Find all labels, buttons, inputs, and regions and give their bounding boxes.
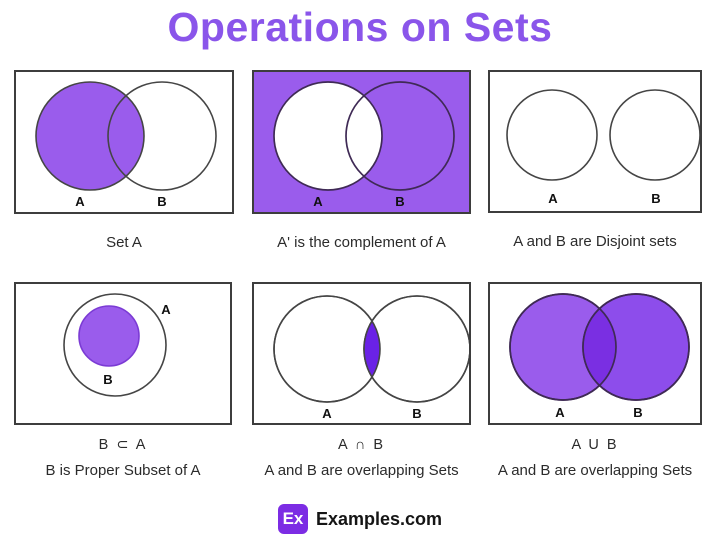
page-title: Operations on Sets <box>167 4 553 50</box>
circle-a-label: A <box>313 194 323 209</box>
venn-diagram-union: A B <box>509 293 690 420</box>
panel-formula: A U B <box>571 437 619 453</box>
panel-caption: A' is the complement of A <box>277 234 446 251</box>
panel-caption: A and B are overlapping Sets <box>497 462 693 479</box>
panel-subset: A B B ⊂ A B is Proper Subset of A <box>14 282 232 479</box>
examples-logo-icon: Ex <box>277 504 308 534</box>
venn-diagram-complement: A B <box>254 72 469 212</box>
venn-box: A B <box>488 70 702 213</box>
venn-box: A B <box>252 70 471 214</box>
circle-b-label: B <box>412 406 421 421</box>
circle-a-label: A <box>548 191 558 206</box>
circle-a-label: A <box>161 302 171 317</box>
panel-caption: B is Proper Subset of A <box>45 462 201 479</box>
circle-a-label: A <box>322 406 332 421</box>
panel-union: A B A U B A and B are overlapping Sets <box>488 282 702 479</box>
panel-set-a: A B Set A <box>14 70 234 251</box>
venn-box: A B <box>488 282 702 425</box>
circle-b-label: B <box>633 405 642 420</box>
panel-formula: A ∩ B <box>337 437 386 453</box>
panel-disjoint: A B A and B are Disjoint sets <box>488 70 702 250</box>
circle-a-label: A <box>75 194 85 209</box>
circle-b-label: B <box>157 194 166 209</box>
circle-b-label: B <box>651 191 660 206</box>
venn-diagram-intersection: A B <box>273 295 469 421</box>
venn-diagram-disjoint: A B <box>506 89 700 206</box>
panel-formula: B ⊂ A <box>98 437 148 453</box>
site-name: Examples.com <box>315 508 443 529</box>
circle-b-label: B <box>395 194 404 209</box>
panel-caption: Set A <box>106 234 142 251</box>
venn-box: A B <box>14 70 234 214</box>
circle-a-label: A <box>555 405 565 420</box>
panel-caption: A and B are overlapping Sets <box>264 462 459 479</box>
venn-diagram-subset: A B <box>63 293 171 397</box>
venn-box: A B <box>252 282 471 425</box>
panel-intersection: A B A ∩ B A and B are overlapping Sets <box>252 282 471 479</box>
venn-box: A B <box>14 282 232 425</box>
footer-brand: Ex Examples.com <box>0 504 720 534</box>
venn-diagram-set-a: A B <box>35 81 217 209</box>
panel-complement: A B A' is the complement of A <box>252 70 471 251</box>
panel-caption: A and B are Disjoint sets <box>513 233 677 250</box>
circle-b-label: B <box>103 372 112 387</box>
